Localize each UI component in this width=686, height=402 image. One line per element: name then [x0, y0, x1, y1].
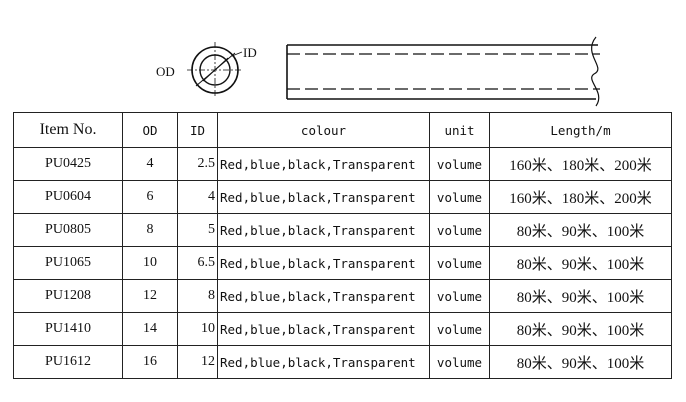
cell-unit: volume: [429, 312, 490, 346]
tube-diagram: OD ID: [0, 0, 686, 110]
cell-length: 160米、180米、200米: [489, 147, 672, 181]
cell-colour: Red,blue,black,Transparent: [217, 180, 430, 214]
cell-colour: Red,blue,black,Transparent: [217, 279, 430, 313]
cell-unit: volume: [429, 147, 490, 181]
cell-colour: Red,blue,black,Transparent: [217, 312, 430, 346]
cell-unit: volume: [429, 180, 490, 214]
header-colour: colour: [217, 112, 430, 148]
cell-item: PU1208: [13, 279, 123, 313]
cell-unit: volume: [429, 279, 490, 313]
cell-id: 6.5: [177, 246, 218, 280]
cell-colour: Red,blue,black,Transparent: [217, 213, 430, 247]
table-row: PU0604 6 4 Red,blue,black,Transparent vo…: [13, 180, 672, 214]
od-label: OD: [156, 64, 175, 79]
cell-length: 80米、90米、100米: [489, 279, 672, 313]
table-row: PU1065 10 6.5 Red,blue,black,Transparent…: [13, 246, 672, 280]
id-label: ID: [243, 45, 257, 60]
cell-item: PU0604: [13, 180, 123, 214]
cell-id: 4: [177, 180, 218, 214]
spec-table: Item No. OD ID colour unit Length/m PU04…: [13, 112, 672, 379]
cell-item: PU1410: [13, 312, 123, 346]
cell-id: 8: [177, 279, 218, 313]
table-row: PU1410 14 10 Red,blue,black,Transparent …: [13, 312, 672, 346]
header-id: ID: [177, 112, 218, 148]
cell-length: 80米、90米、100米: [489, 213, 672, 247]
table-header-row: Item No. OD ID colour unit Length/m: [13, 112, 672, 148]
tube-cross-section: [187, 42, 243, 98]
cell-od: 4: [122, 147, 178, 181]
cell-od: 10: [122, 246, 178, 280]
cell-od: 6: [122, 180, 178, 214]
cell-id: 10: [177, 312, 218, 346]
cell-od: 16: [122, 345, 178, 379]
cell-length: 80米、90米、100米: [489, 246, 672, 280]
cell-item: PU1065: [13, 246, 123, 280]
cell-colour: Red,blue,black,Transparent: [217, 345, 430, 379]
cell-length: 160米、180米、200米: [489, 180, 672, 214]
cell-length: 80米、90米、100米: [489, 312, 672, 346]
cell-colour: Red,blue,black,Transparent: [217, 147, 430, 181]
tube-drawing: [187, 36, 600, 107]
cell-length: 80米、90米、100米: [489, 345, 672, 379]
cell-od: 14: [122, 312, 178, 346]
table-row: PU0805 8 5 Red,blue,black,Transparent vo…: [13, 213, 672, 247]
cell-od: 8: [122, 213, 178, 247]
cell-id: 12: [177, 345, 218, 379]
cell-item: PU0425: [13, 147, 123, 181]
cell-colour: Red,blue,black,Transparent: [217, 246, 430, 280]
cell-id: 2.5: [177, 147, 218, 181]
cell-item: PU0805: [13, 213, 123, 247]
cell-unit: volume: [429, 345, 490, 379]
table-row: PU1208 12 8 Red,blue,black,Transparent v…: [13, 279, 672, 313]
header-length: Length/m: [489, 112, 672, 148]
header-od: OD: [122, 112, 178, 148]
table-row: PU1612 16 12 Red,blue,black,Transparent …: [13, 345, 672, 379]
cell-unit: volume: [429, 246, 490, 280]
header-unit: unit: [429, 112, 490, 148]
tube-side-view: [286, 36, 600, 107]
cell-item: PU1612: [13, 345, 123, 379]
header-item-no: Item No.: [13, 112, 123, 148]
cell-id: 5: [177, 213, 218, 247]
cell-od: 12: [122, 279, 178, 313]
table-row: PU0425 4 2.5 Red,blue,black,Transparent …: [13, 147, 672, 181]
cell-unit: volume: [429, 213, 490, 247]
